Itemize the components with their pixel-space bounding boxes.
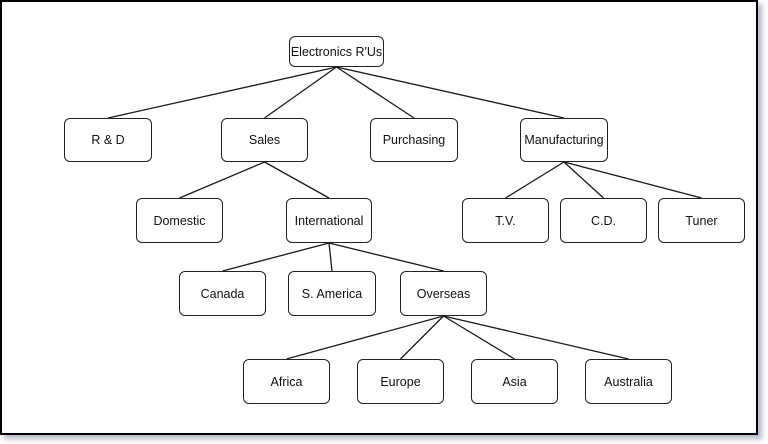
connector-overseas-australia bbox=[443, 315, 629, 360]
node-australia[interactable]: Australia bbox=[585, 359, 672, 404]
connector-manufacturing-cd bbox=[563, 161, 604, 199]
node-r-and-d[interactable]: R & D bbox=[64, 118, 152, 162]
node-manufacturing[interactable]: Manufacturing bbox=[520, 118, 608, 162]
connector-root-manufacturing bbox=[336, 66, 565, 119]
connector-sales-domestic bbox=[179, 161, 265, 199]
connector-root-rd bbox=[107, 66, 337, 119]
connector-root-purchasing bbox=[336, 66, 415, 119]
node-asia[interactable]: Asia bbox=[471, 359, 558, 404]
node-cd[interactable]: C.D. bbox=[560, 198, 647, 243]
connector-overseas-asia bbox=[443, 315, 515, 360]
node-tv[interactable]: T.V. bbox=[462, 198, 549, 243]
connector-international-overseas bbox=[328, 242, 444, 272]
node-s-america[interactable]: S. America bbox=[288, 271, 376, 316]
connector-overseas-europe bbox=[400, 315, 444, 360]
connector-international-canada bbox=[222, 242, 330, 272]
node-electronics-rus[interactable]: Electronics R'Us bbox=[289, 36, 384, 67]
node-canada[interactable]: Canada bbox=[179, 271, 266, 316]
connector-manufacturing-tuner bbox=[563, 161, 702, 199]
connector-sales-international bbox=[264, 161, 330, 199]
node-europe[interactable]: Europe bbox=[357, 359, 444, 404]
node-sales[interactable]: Sales bbox=[221, 118, 308, 162]
node-tuner[interactable]: Tuner bbox=[658, 198, 745, 243]
node-africa[interactable]: Africa bbox=[243, 359, 330, 404]
connector-manufacturing-tv bbox=[505, 161, 565, 199]
node-international[interactable]: International bbox=[286, 198, 372, 243]
node-purchasing[interactable]: Purchasing bbox=[370, 118, 458, 162]
node-domestic[interactable]: Domestic bbox=[136, 198, 223, 243]
connector-root-sales bbox=[264, 66, 337, 119]
node-overseas[interactable]: Overseas bbox=[400, 271, 487, 316]
connector-international-samerica bbox=[328, 242, 333, 272]
connector-overseas-africa bbox=[286, 315, 444, 360]
